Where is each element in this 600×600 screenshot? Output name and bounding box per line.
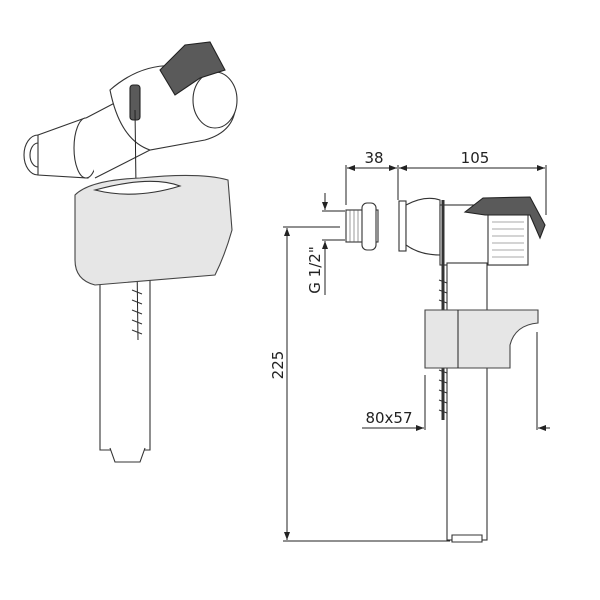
float: [424, 309, 539, 369]
dim-thread: G 1/2": [306, 246, 324, 293]
perspective-view: [23, 41, 238, 463]
lever: [159, 41, 226, 96]
nut: [361, 202, 377, 251]
dim-height: 225: [269, 351, 287, 380]
flange: [398, 200, 407, 252]
dimension-lines: [283, 165, 550, 542]
lever: [463, 196, 546, 240]
side-view: [345, 196, 546, 543]
float: [74, 174, 233, 286]
valve-head: [109, 41, 238, 151]
dim-float: 80x57: [365, 409, 412, 427]
dim-valve-width: 105: [461, 149, 490, 167]
dim-inlet-length: 38: [364, 149, 383, 167]
valve-head: [487, 209, 529, 266]
tube: [446, 262, 488, 541]
